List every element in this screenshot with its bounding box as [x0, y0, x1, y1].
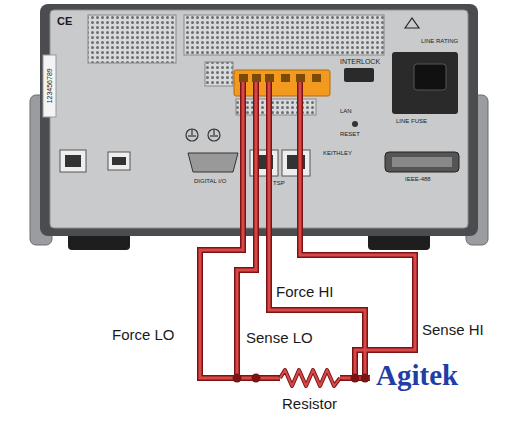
fuse-note: LINE FUSE: [396, 118, 427, 125]
serial-number: 123456789: [46, 68, 54, 103]
ground-symbol: [186, 129, 220, 141]
ac-socket: [414, 64, 446, 90]
signal-name: Sense HI: [422, 322, 484, 339]
vent: [236, 99, 316, 115]
digital-io-connector: [188, 153, 238, 172]
port-name: INTERLOCK: [340, 58, 380, 66]
warning-symbol: [405, 18, 419, 28]
port-name: IEEE-488: [405, 176, 431, 183]
lan-port: [65, 155, 81, 167]
part-name: Resistor: [282, 396, 337, 413]
usb-port: [108, 152, 130, 170]
signal-name: Sense LO: [246, 330, 313, 347]
interlock-connector: [344, 68, 374, 82]
power-inlet: [392, 52, 458, 114]
ieee-connector: [392, 157, 452, 167]
port-name: TSP: [273, 180, 285, 187]
test-leads: [200, 82, 415, 378]
signal-name: Force LO: [112, 327, 175, 344]
reset-button: [352, 121, 358, 127]
watermark: Agitek: [376, 360, 458, 392]
vent: [184, 15, 384, 55]
lan-port: [60, 150, 86, 172]
terminal-block: [234, 70, 330, 96]
tsp-port: [282, 150, 310, 176]
port-name: DIGITAL I/O: [194, 178, 226, 185]
usb-port: [112, 157, 126, 165]
port-name: LAN: [340, 108, 352, 115]
ieee-connector: [385, 152, 459, 172]
rating-note: LINE RATING: [421, 38, 458, 45]
port-name: RESET: [340, 131, 360, 138]
resistor-symbol: [280, 370, 340, 386]
signal-name: Force HI: [276, 284, 334, 301]
resistor-symbol: [280, 370, 340, 386]
vent: [205, 62, 233, 86]
vent: [88, 15, 176, 63]
mark: CE: [57, 15, 72, 27]
brand-name: KEITHLEY: [323, 150, 352, 157]
terminals: [239, 74, 321, 82]
serial-sticker: [43, 55, 56, 117]
